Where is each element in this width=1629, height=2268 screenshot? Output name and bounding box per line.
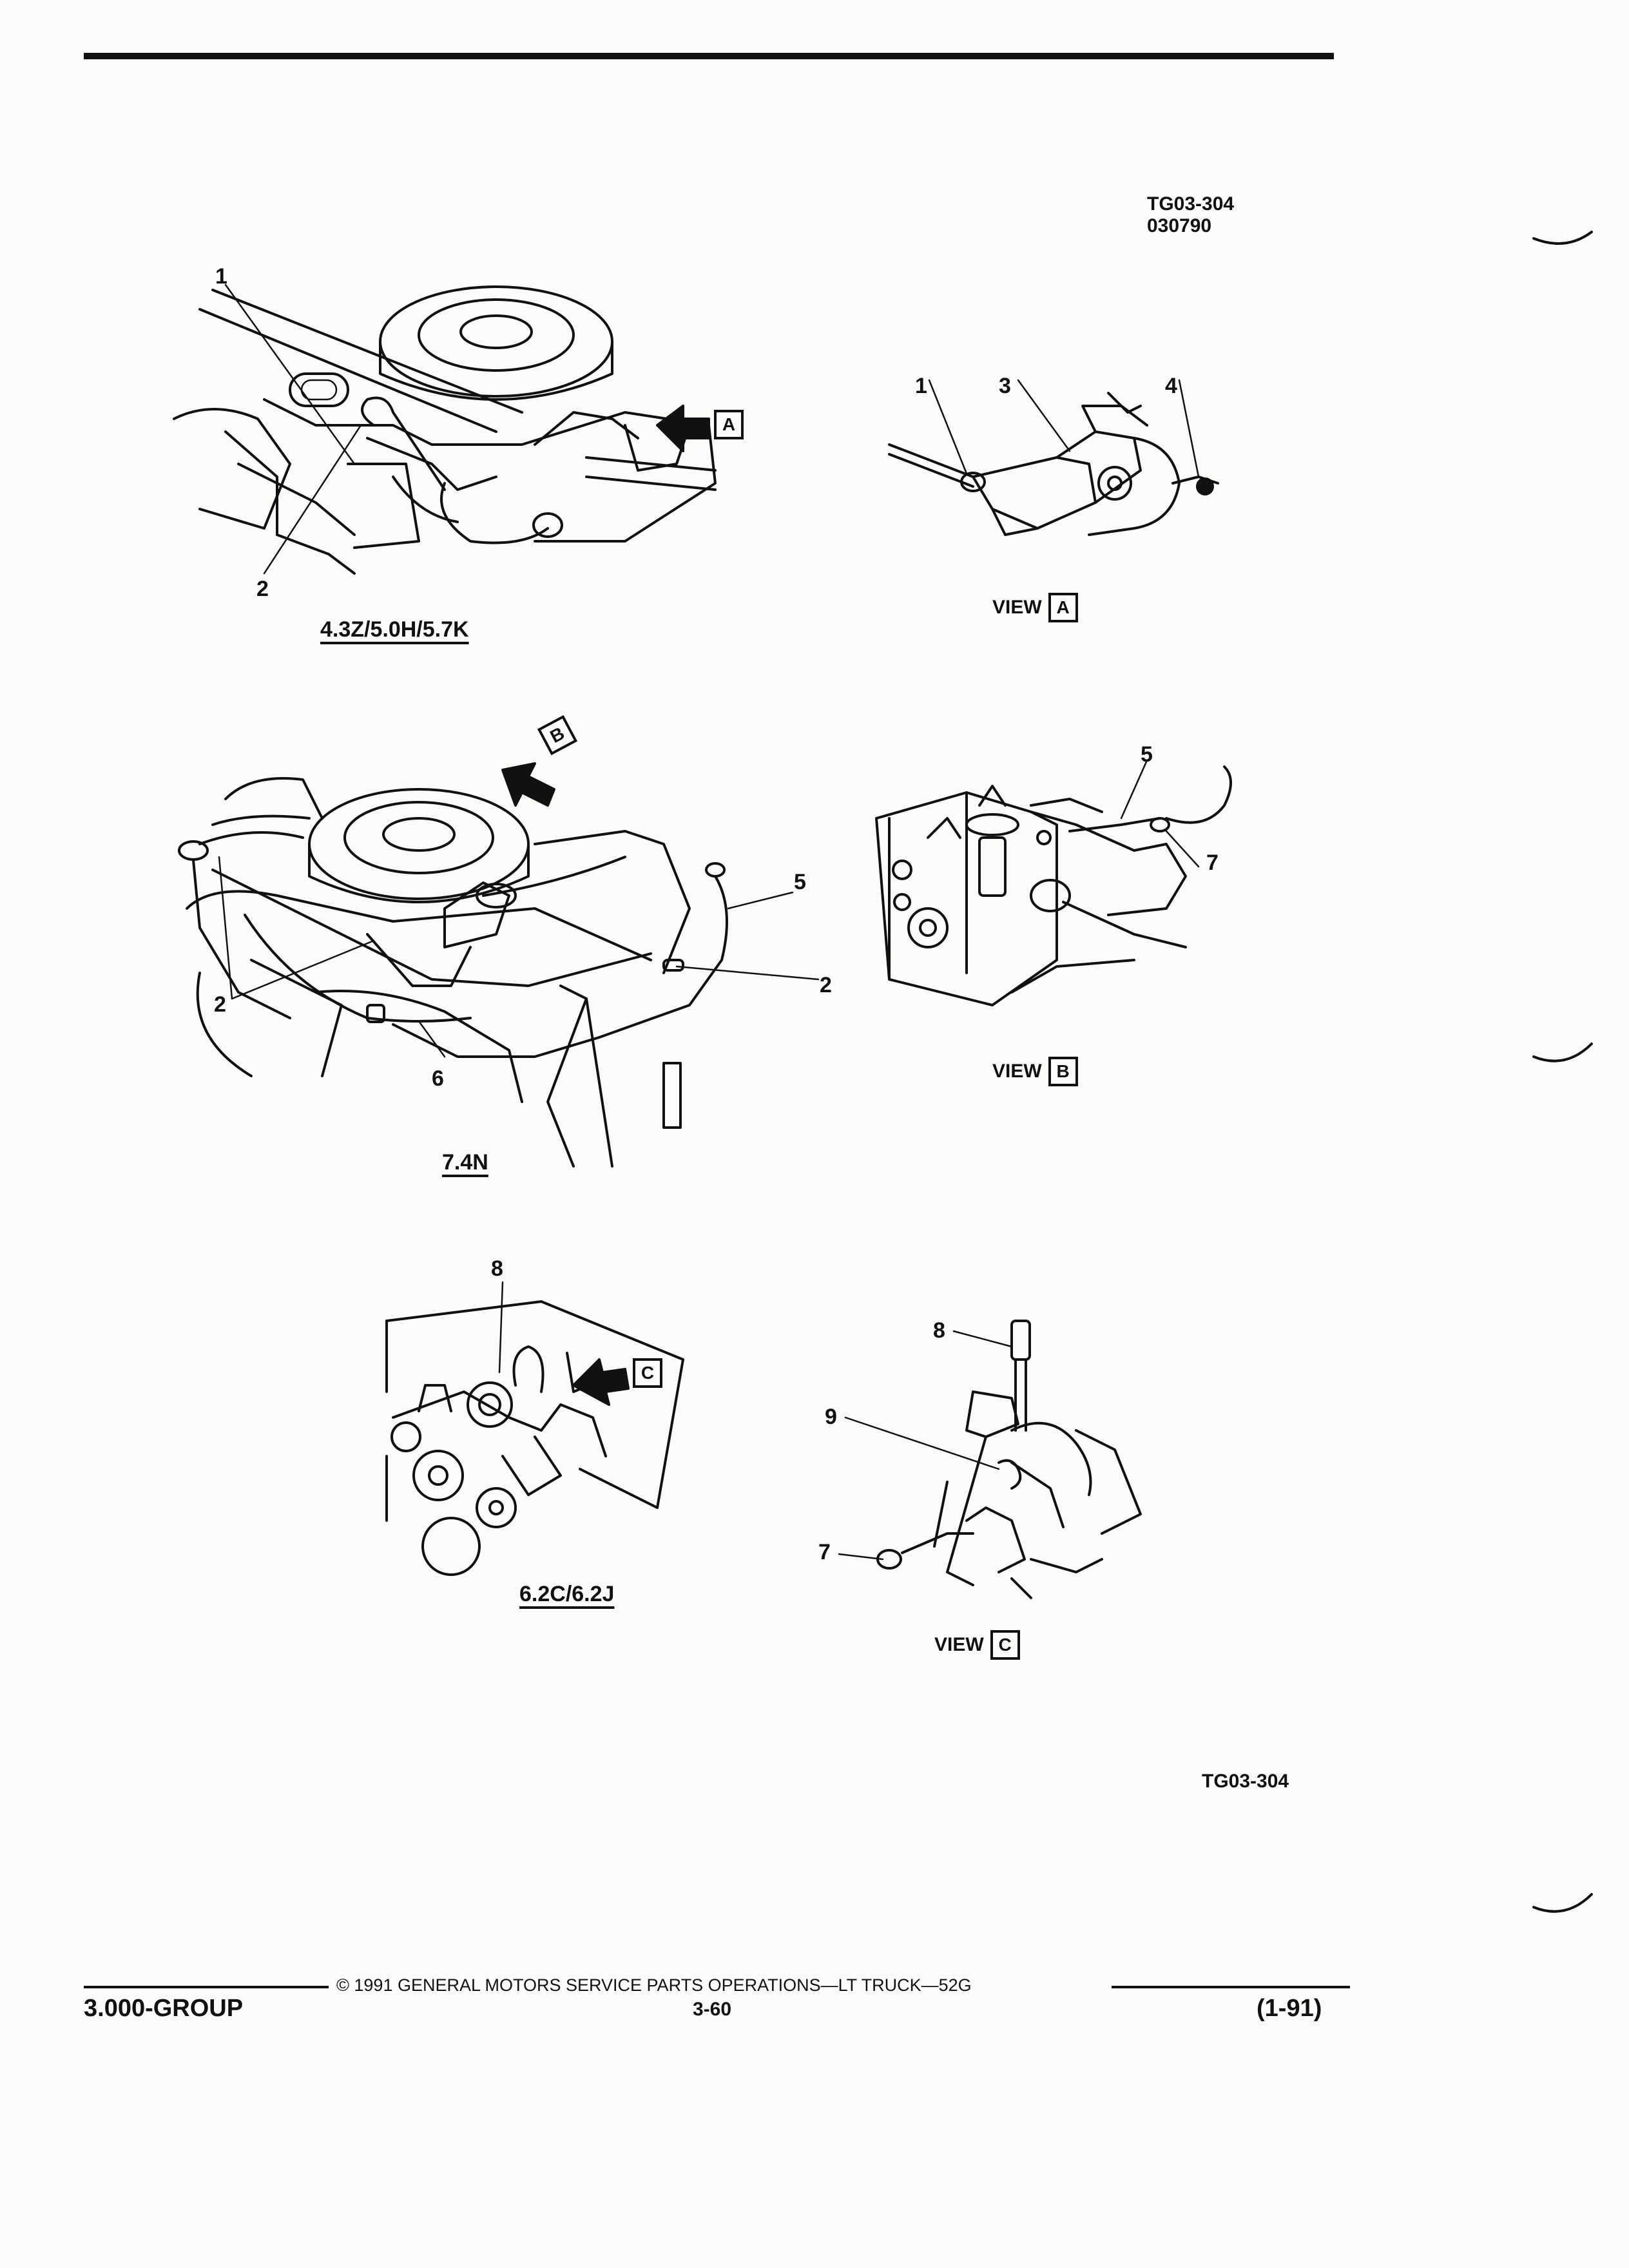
- figure-code-date: 030790: [1147, 215, 1212, 236]
- callout-5: 5: [794, 870, 806, 894]
- callout-1: 1: [915, 374, 927, 398]
- top-rule: [84, 53, 1334, 59]
- callout-8: 8: [491, 1256, 503, 1281]
- engine-a-caption: 4.3Z/5.0H/5.7K: [320, 617, 469, 642]
- engine-c-illustration: 8: [385, 1256, 684, 1576]
- view-b-detail-illustration: [875, 759, 1232, 1006]
- view-b-callouts: 5 7: [1141, 742, 1219, 875]
- margin-marks: [1532, 231, 1593, 1913]
- footer-rule-right: [1112, 1986, 1350, 1988]
- callout-1: 1: [215, 264, 227, 289]
- view-a-letter: A: [1048, 593, 1078, 622]
- figure-code: TG03-304 030790: [1147, 193, 1234, 237]
- view-b-label: VIEW B: [992, 1057, 1078, 1086]
- view-b-word: VIEW: [992, 1061, 1042, 1082]
- footer-date: (1-91): [1257, 1995, 1322, 2022]
- callout-5: 5: [1141, 742, 1153, 767]
- view-c-tag: C: [633, 1358, 662, 1388]
- view-c-label: VIEW C: [934, 1630, 1020, 1660]
- figure-code-bottom: TG03-304: [1202, 1771, 1289, 1792]
- view-a-word: VIEW: [992, 597, 1042, 618]
- callout-2: 2: [820, 973, 832, 997]
- footer-rule-left: [84, 1986, 329, 1988]
- engine-a-illustration: 1 2: [173, 264, 717, 601]
- view-c-detail-illustration: 8 9 7: [818, 1318, 1142, 1599]
- callout-7: 7: [1206, 850, 1219, 875]
- view-b-letter: B: [1048, 1057, 1078, 1086]
- view-c-tag-letter: C: [633, 1358, 662, 1388]
- engine-b-caption: 7.4N: [442, 1150, 488, 1175]
- callout-2: 2: [256, 577, 269, 601]
- view-c-letter: C: [990, 1630, 1020, 1660]
- callout-3: 3: [999, 374, 1011, 398]
- footer-page-number: 3-60: [693, 1999, 732, 2020]
- footer-copyright: © 1991 GENERAL MOTORS SERVICE PARTS OPER…: [336, 1975, 972, 1995]
- view-a-tag: A: [714, 410, 744, 439]
- view-a-detail-illustration: [888, 379, 1219, 536]
- engine-b-illustration: 2 2 5 6: [178, 762, 832, 1168]
- view-a-tag-letter: A: [714, 410, 744, 439]
- view-a-callouts: 1 3 4: [915, 374, 1177, 398]
- callout-4: 4: [1165, 374, 1177, 398]
- callout-9: 9: [825, 1405, 837, 1429]
- view-c-word: VIEW: [934, 1634, 984, 1655]
- view-a-label: VIEW A: [992, 593, 1078, 622]
- callout-8: 8: [933, 1318, 945, 1343]
- footer-group: 3.000-GROUP: [84, 1995, 244, 2022]
- callout-7: 7: [818, 1540, 831, 1564]
- callout-6: 6: [432, 1066, 444, 1091]
- engine-c-caption: 6.2C/6.2J: [519, 1582, 615, 1606]
- callout-2: 2: [214, 992, 226, 1017]
- figure-code-number: TG03-304: [1147, 193, 1235, 215]
